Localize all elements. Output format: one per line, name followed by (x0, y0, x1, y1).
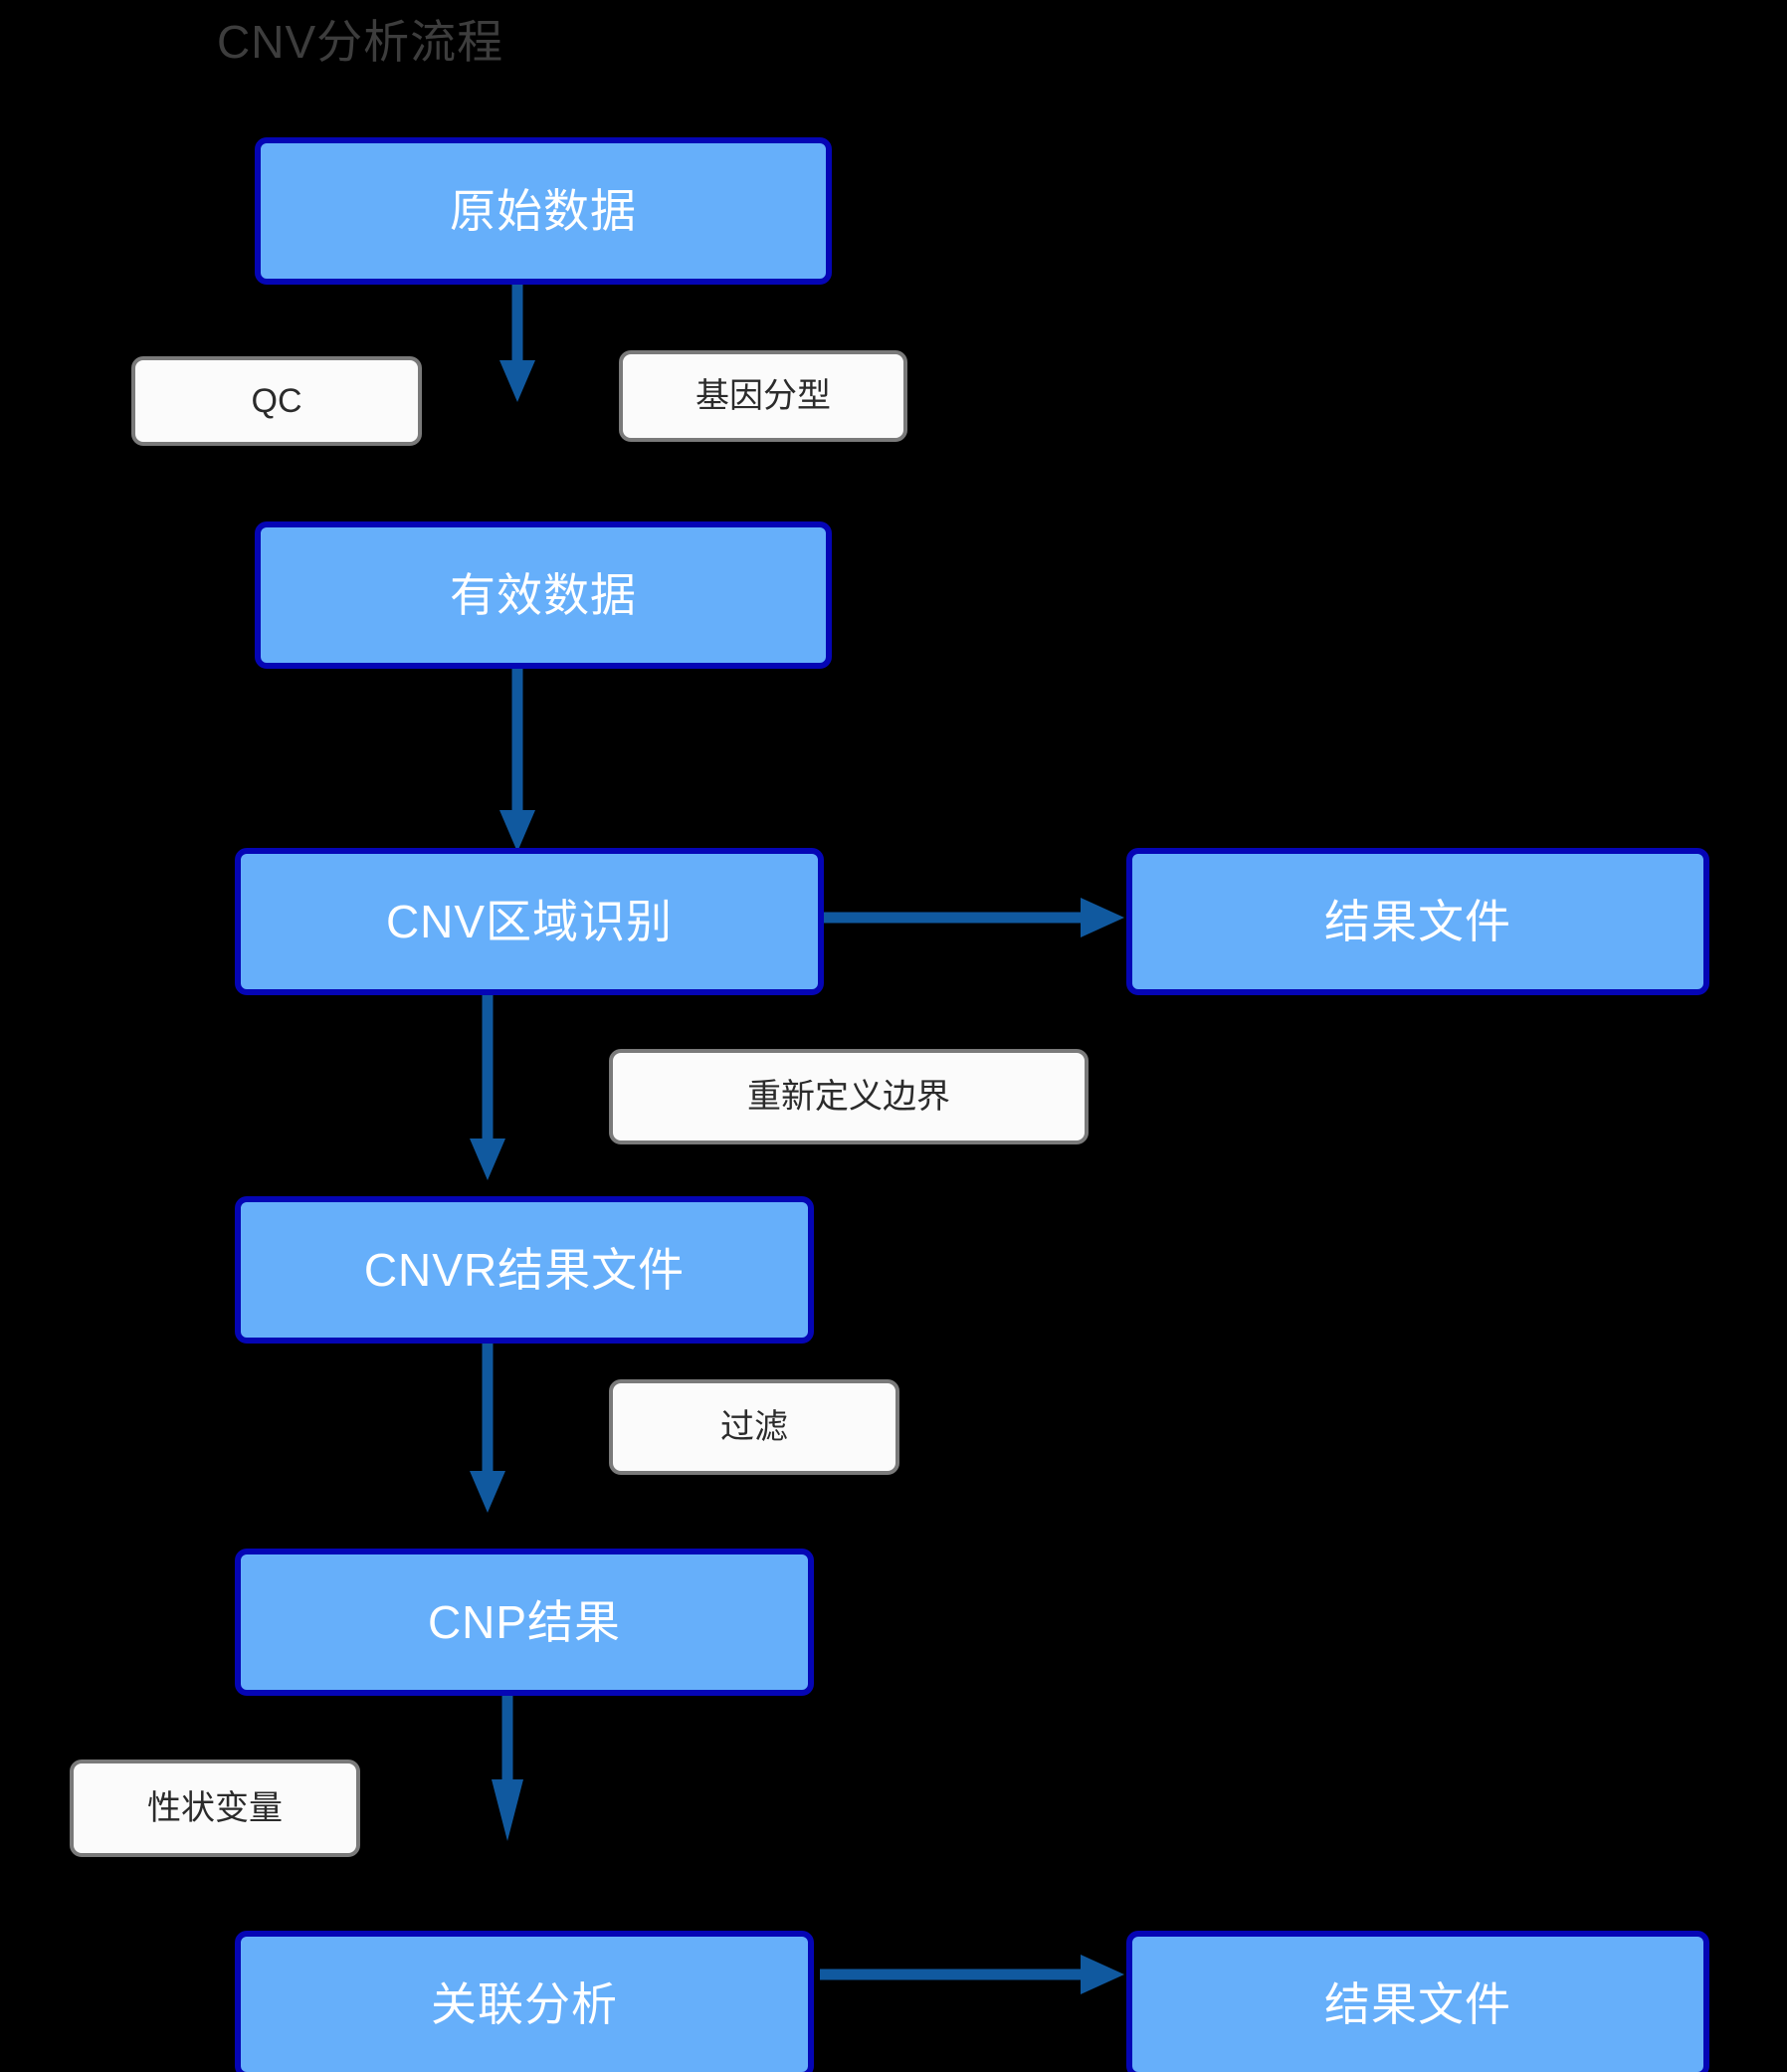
edge-label-filter[interactable]: 过滤 (609, 1379, 899, 1475)
node-label: 结果文件 (1324, 1978, 1511, 2030)
node-cnv-region[interactable]: CNV区域识别 (235, 848, 824, 995)
node-label: 原始数据 (450, 185, 637, 237)
arrow-cnv-to-cnvr (468, 990, 507, 1184)
node-label: 关联分析 (431, 1978, 618, 2030)
edge-label-qc[interactable]: QC (131, 356, 422, 446)
node-label: CNP结果 (427, 1596, 622, 1648)
edge-label-genotyping[interactable]: 基因分型 (619, 350, 907, 442)
page-title: CNV分析流程 (217, 16, 504, 68)
edge-label-text: 过滤 (720, 1408, 788, 1446)
arrow-assoc-to-result2 (820, 1953, 1128, 1996)
edge-label-text: 基因分型 (695, 377, 831, 415)
node-label: CNV区域识别 (385, 896, 674, 947)
node-label: CNVR结果文件 (363, 1244, 686, 1296)
node-assoc-analysis[interactable]: 关联分析 (235, 1931, 814, 2072)
node-raw-data[interactable]: 原始数据 (255, 137, 832, 285)
edge-label-text: 性状变量 (147, 1789, 283, 1827)
node-result-file-1[interactable]: 结果文件 (1126, 848, 1709, 995)
edge-label-text: 重新定义边界 (747, 1078, 950, 1116)
arrow-valid-to-cnv (497, 657, 537, 856)
arrow-cnvr-to-cnp (468, 1322, 507, 1517)
arrow-cnv-to-result1 (820, 896, 1128, 939)
node-result-file-2[interactable]: 结果文件 (1126, 1931, 1709, 2072)
node-label: 结果文件 (1324, 896, 1511, 947)
node-cnvr-file[interactable]: CNVR结果文件 (235, 1196, 814, 1344)
edge-label-text: QC (251, 382, 302, 420)
node-valid-data[interactable]: 有效数据 (255, 521, 832, 669)
node-label: 有效数据 (450, 569, 637, 621)
node-cnp-result[interactable]: CNP结果 (235, 1549, 814, 1696)
edge-label-redefine[interactable]: 重新定义边界 (609, 1049, 1089, 1144)
edge-label-trait[interactable]: 性状变量 (70, 1760, 360, 1857)
